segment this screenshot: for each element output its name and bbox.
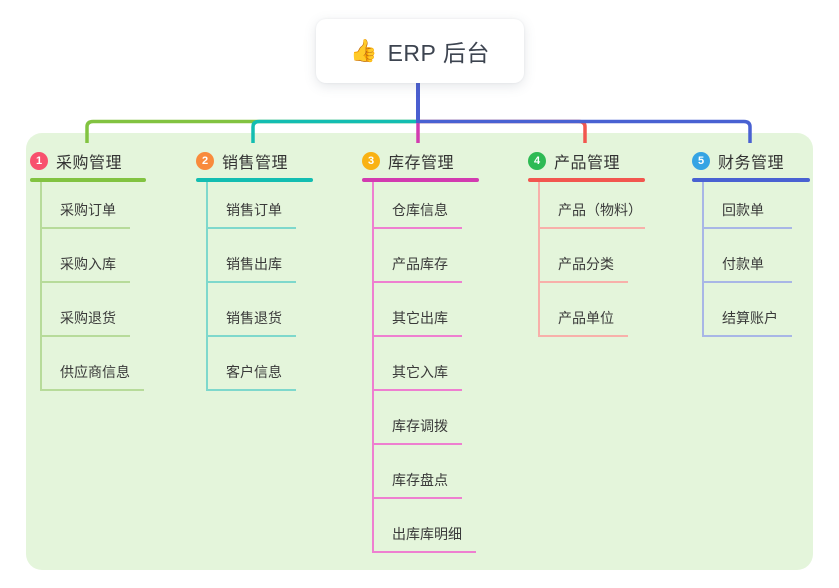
node-customer-info[interactable]: 客户信息 <box>208 337 313 391</box>
branch-product-header[interactable]: 4 产品管理 <box>528 145 645 176</box>
branch-finance-label: 财务管理 <box>718 154 785 172</box>
branch-finance-header[interactable]: 5 财务管理 <box>692 145 810 176</box>
branch-purchase: 1 采购管理 采购订单 采购入库 采购退货 供应商信息 <box>30 145 146 391</box>
branch-inventory-children: 仓库信息 产品库存 其它出库 其它入库 库存调拨 库存盘点 出库库明细 <box>372 182 479 553</box>
badge-4: 4 <box>528 151 546 170</box>
node-supplier-info[interactable]: 供应商信息 <box>42 337 146 391</box>
node-other-outbound[interactable]: 其它出库 <box>374 283 479 337</box>
branch-sales-header[interactable]: 2 销售管理 <box>196 145 313 176</box>
branch-inventory-header[interactable]: 3 库存管理 <box>362 145 479 176</box>
branch-finance-children: 回款单 付款单 结算账户 <box>702 182 810 337</box>
branch-product: 4 产品管理 产品（物料） 产品分类 产品单位 <box>528 145 645 337</box>
branch-finance: 5 财务管理 回款单 付款单 结算账户 <box>692 145 810 337</box>
node-sales-outbound[interactable]: 销售出库 <box>208 229 313 283</box>
node-product-category[interactable]: 产品分类 <box>540 229 645 283</box>
node-product-material[interactable]: 产品（物料） <box>540 182 645 229</box>
node-stock-check[interactable]: 库存盘点 <box>374 445 479 499</box>
badge-1: 1 <box>30 151 48 170</box>
node-stock-transfer[interactable]: 库存调拨 <box>374 391 479 445</box>
node-receipt-order[interactable]: 回款单 <box>704 182 810 229</box>
node-other-inbound[interactable]: 其它入库 <box>374 337 479 391</box>
node-warehouse-info[interactable]: 仓库信息 <box>374 182 479 229</box>
branch-sales-children: 销售订单 销售出库 销售退货 客户信息 <box>206 182 313 391</box>
branch-purchase-header[interactable]: 1 采购管理 <box>30 145 146 176</box>
branch-product-label: 产品管理 <box>554 154 621 172</box>
branch-product-rule <box>528 178 645 182</box>
node-sales-order[interactable]: 销售订单 <box>208 182 313 229</box>
branch-purchase-rule <box>30 178 146 182</box>
badge-3: 3 <box>362 151 380 170</box>
thumbs-up-icon: 👍 <box>350 38 378 63</box>
badge-2: 2 <box>196 151 214 170</box>
node-purchase-return[interactable]: 采购退货 <box>42 283 146 337</box>
branch-sales-rule <box>196 178 313 182</box>
branch-inventory-rule <box>362 178 479 182</box>
branch-inventory-label: 库存管理 <box>388 154 455 172</box>
node-settlement-account[interactable]: 结算账户 <box>704 283 810 337</box>
badge-5: 5 <box>692 151 710 170</box>
node-product-stock[interactable]: 产品库存 <box>374 229 479 283</box>
root-node-erp[interactable]: 👍 ERP 后台 <box>316 19 524 83</box>
node-payment-order[interactable]: 付款单 <box>704 229 810 283</box>
node-product-unit[interactable]: 产品单位 <box>540 283 645 337</box>
root-node-title: ERP 后台 <box>387 40 490 66</box>
node-purchase-order[interactable]: 采购订单 <box>42 182 146 229</box>
branch-product-children: 产品（物料） 产品分类 产品单位 <box>538 182 645 337</box>
branch-inventory: 3 库存管理 仓库信息 产品库存 其它出库 其它入库 库存调拨 库存盘点 出库库… <box>362 145 479 553</box>
branch-finance-rule <box>692 178 810 182</box>
node-purchase-inbound[interactable]: 采购入库 <box>42 229 146 283</box>
branch-sales-label: 销售管理 <box>222 154 289 172</box>
node-sales-return[interactable]: 销售退货 <box>208 283 313 337</box>
branch-purchase-label: 采购管理 <box>56 154 123 172</box>
branch-sales: 2 销售管理 销售订单 销售出库 销售退货 客户信息 <box>196 145 313 391</box>
node-outbound-detail[interactable]: 出库库明细 <box>374 499 479 553</box>
branch-purchase-children: 采购订单 采购入库 采购退货 供应商信息 <box>40 182 146 391</box>
